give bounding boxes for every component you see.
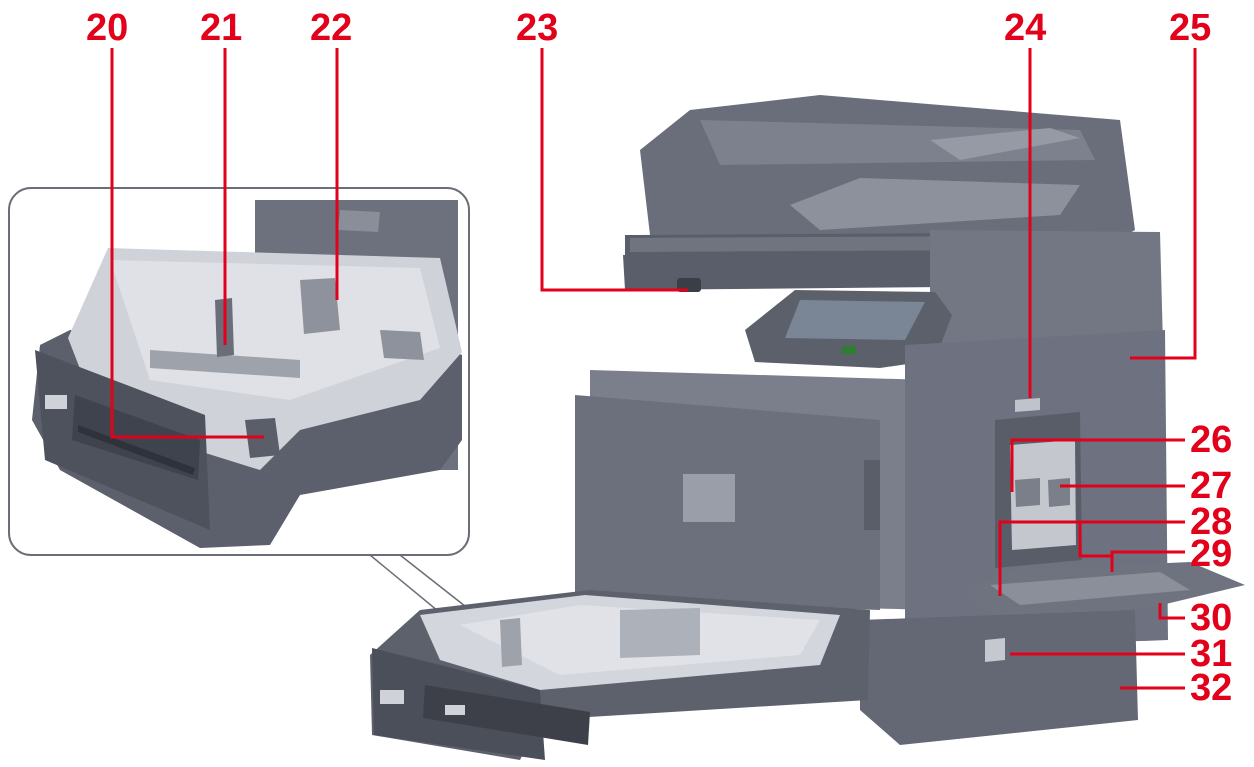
leader-line-28b xyxy=(1078,522,1112,558)
callout-22: 22 xyxy=(310,7,353,49)
callout-25: 25 xyxy=(1169,7,1212,49)
callout-24: 24 xyxy=(1004,7,1047,49)
leader-line-30 xyxy=(1158,603,1185,620)
callout-lines xyxy=(110,48,1197,690)
callout-31: 31 xyxy=(1190,633,1233,675)
leader-line-28a xyxy=(998,520,1185,596)
callout-23: 23 xyxy=(516,7,559,49)
cassette-inset xyxy=(8,187,471,626)
callout-29: 29 xyxy=(1190,533,1233,575)
leader-line-26 xyxy=(1010,438,1185,492)
callout-21: 21 xyxy=(200,7,243,49)
leader-line-20 xyxy=(110,48,264,439)
leader-line-23 xyxy=(540,48,688,292)
callout-32: 32 xyxy=(1190,667,1233,709)
callout-20: 20 xyxy=(86,7,129,49)
callout-30: 30 xyxy=(1190,597,1233,639)
callout-27: 27 xyxy=(1190,465,1233,507)
callout-26: 26 xyxy=(1190,419,1233,461)
leader-line-29 xyxy=(1110,550,1185,572)
leader-line-25 xyxy=(1130,48,1197,360)
callout-28: 28 xyxy=(1190,501,1233,543)
printer-illustration xyxy=(370,95,1245,760)
